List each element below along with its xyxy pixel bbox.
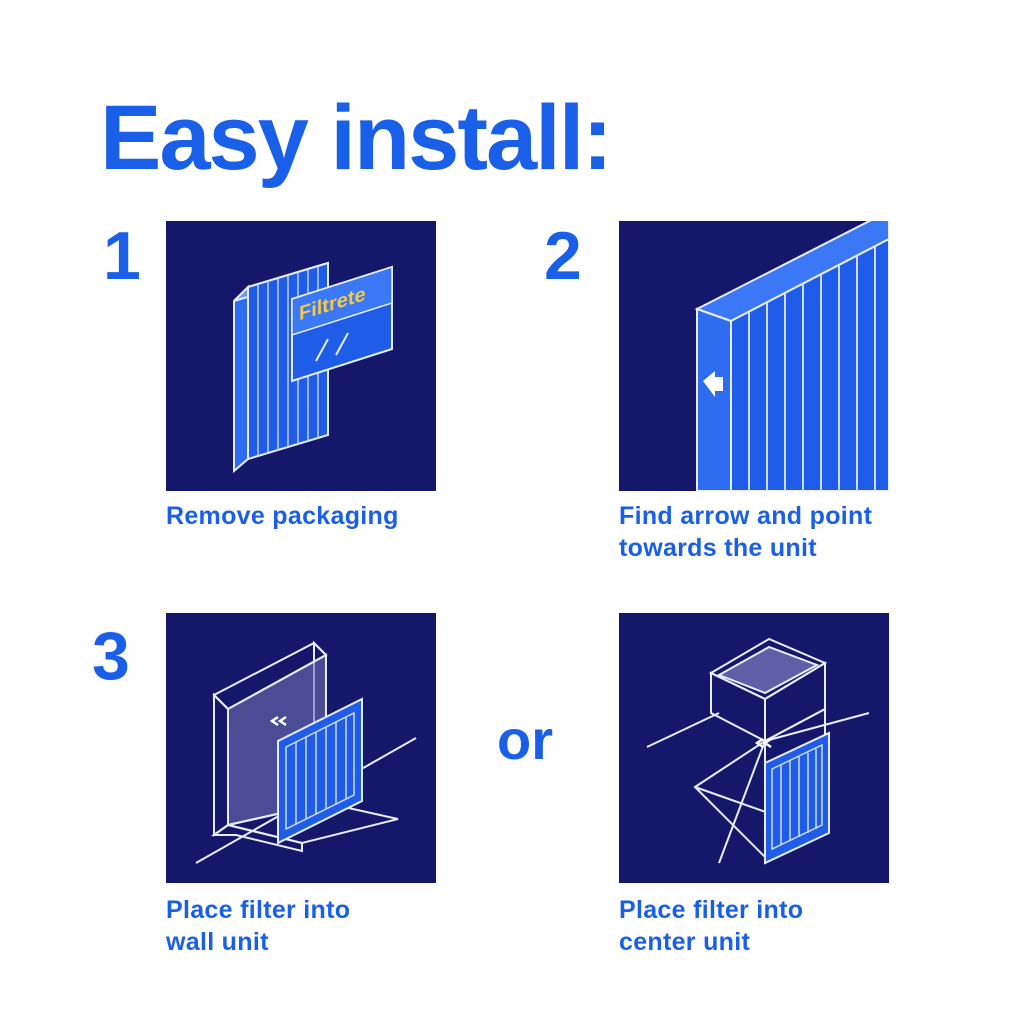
or-label: or [497,708,553,771]
caption-line: wall unit [166,928,269,956]
step-2-number: 2 [544,218,582,294]
page-title: Easy install: [100,87,613,189]
step-4-caption: Place filter into center unit [619,894,939,958]
center-unit-icon [646,637,870,865]
arrow-icon [703,371,723,397]
step-1-number: 1 [103,218,141,294]
step-1-illustration: Filtrete [166,221,436,491]
caption-line: Find arrow and point [619,502,873,530]
filter-arrow-icon [694,221,889,491]
filter-package-icon: Filtrete [233,261,393,474]
caption-line: Place filter into [619,896,804,924]
step-3-number: 3 [92,618,130,694]
step-2-caption: Find arrow and point towards the unit [619,500,939,564]
caption-line: Place filter into [166,896,351,924]
caption-line: center unit [619,928,751,956]
step-3-caption: Place filter into wall unit [166,894,486,958]
caption-line: Remove packaging [166,502,399,530]
caption-line: towards the unit [619,534,817,562]
step-4-illustration [619,613,889,883]
step-1-caption: Remove packaging [166,500,486,532]
wall-unit-icon [195,640,417,864]
step-3-illustration [166,613,436,883]
step-2-illustration [619,221,889,491]
